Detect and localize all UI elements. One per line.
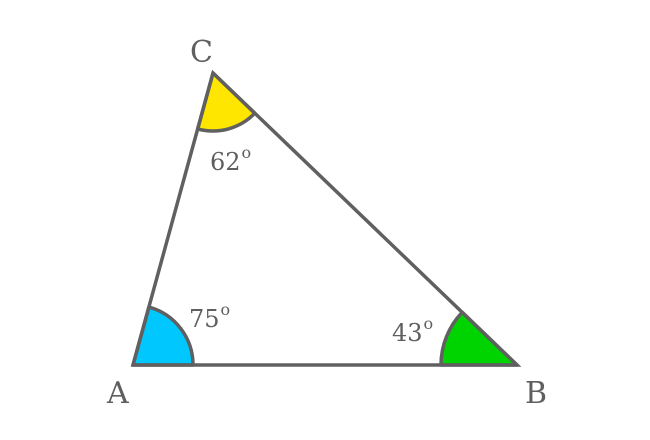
angle-label-b: 43o <box>392 314 433 347</box>
angle-sector-c <box>195 71 257 133</box>
vertex-label-a: A <box>106 376 129 411</box>
triangle-abc <box>130 69 522 367</box>
angle-sector-a <box>131 305 195 367</box>
angle-label-c: 62o <box>210 143 251 176</box>
angle-label-a: 75o <box>189 300 230 333</box>
vertex-label-b: B <box>525 376 547 411</box>
angle-sector-b <box>439 310 519 367</box>
vertex-label-c: C <box>190 35 213 70</box>
